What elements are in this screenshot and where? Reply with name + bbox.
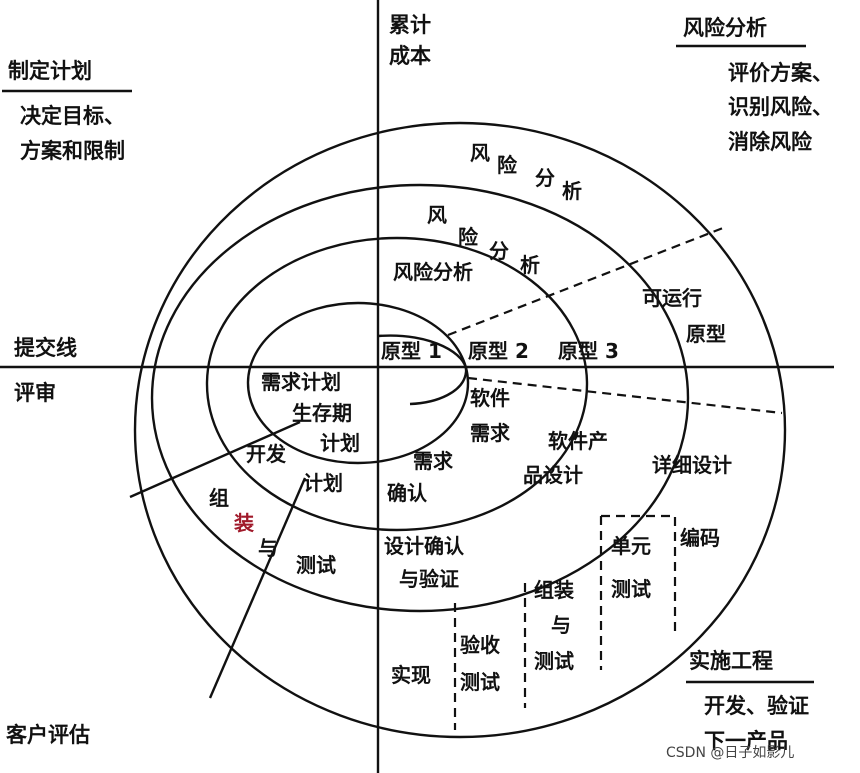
engineering-desc-1: 开发、验证 [704,694,809,718]
acceptance-test-2: 测试 [460,670,500,694]
spiral-ring-inner [246,301,470,465]
operational-prototype-1: 可运行 [642,286,702,310]
risk-outer-2: 险 [497,153,518,177]
prototype-dash-upper [447,226,724,337]
spiral-core [377,334,468,406]
integrate-test-2: 与 [551,613,571,637]
product-design-1: 软件产 [548,429,608,453]
prototype-1: 原型 1 [381,339,442,363]
unit-test-1: 单元 [611,534,651,558]
lifecycle-plan-1: 生存期 [292,401,352,425]
planning-title: 制定计划 [8,59,92,83]
design-verify-1: 设计确认 [384,534,465,558]
integration-char-2: 装 [233,511,254,535]
customer-line-lower [208,477,307,699]
risk-title: 风险分析 [683,16,767,40]
cumulative-cost-label-1: 累计 [389,13,431,37]
risk-middle-4: 析 [520,253,540,277]
review-label: 评审 [14,381,56,405]
risk-inner: 风险分析 [393,260,473,284]
risk-outer-3: 分 [535,166,555,190]
integration-char-3: 与 [258,536,278,560]
detailed-design: 详细设计 [652,453,732,477]
coding-box [601,514,677,632]
risk-outer-1: 风 [470,141,490,165]
development-plan-1: 开发 [246,442,287,466]
integration-char-1: 组 [209,486,229,510]
integrate-test-3: 测试 [534,649,574,673]
acceptance-test-1: 验收 [460,633,500,657]
prototype-dash-lower [467,376,783,415]
spiral-ring-third [150,183,690,613]
software-requirements-2: 需求 [470,421,511,445]
risk-desc-2: 识别风险、 [728,95,833,119]
risk-middle-3: 分 [489,239,509,263]
engineering-title: 实施工程 [689,649,773,673]
development-plan-2: 计划 [303,471,343,495]
integrate-test-1: 组装 [534,578,574,602]
planning-desc-1: 决定目标、 [20,104,125,128]
requirements-confirm-1: 需求 [413,449,454,473]
customer-title: 客户评估 [6,723,90,747]
risk-desc-1: 评价方案、 [728,61,833,85]
unit-test-2: 测试 [611,577,651,601]
coding: 编码 [680,526,720,550]
risk-middle-2: 险 [458,225,479,249]
spiral-ring-outer [133,121,787,739]
watermark: CSDN @日子如影儿 [666,745,794,761]
software-requirements-1: 软件 [470,386,510,410]
product-design-2: 品设计 [523,463,583,487]
spiral-ring-second [205,236,589,532]
operational-prototype-2: 原型 [686,322,726,346]
cumulative-cost-label-2: 成本 [389,44,431,68]
risk-outer-4: 析 [562,179,582,203]
requirements-confirm-2: 确认 [387,481,428,505]
requirements-plan: 需求计划 [261,370,341,394]
lifecycle-plan-2: 计划 [320,431,360,455]
progress-line-label: 提交线 [14,336,77,360]
design-verify-2: 与验证 [399,567,459,591]
engineering-desc-2: 下一产品 [704,729,788,753]
integration-char-4: 测试 [296,553,336,577]
implementation: 实现 [391,663,431,687]
planning-desc-2: 方案和限制 [20,139,125,163]
risk-desc-3: 消除风险 [728,130,813,154]
risk-middle-1: 风 [427,203,447,227]
prototype-2: 原型 2 [468,339,529,363]
prototype-3: 原型 3 [558,339,619,363]
customer-line-upper [129,420,301,499]
